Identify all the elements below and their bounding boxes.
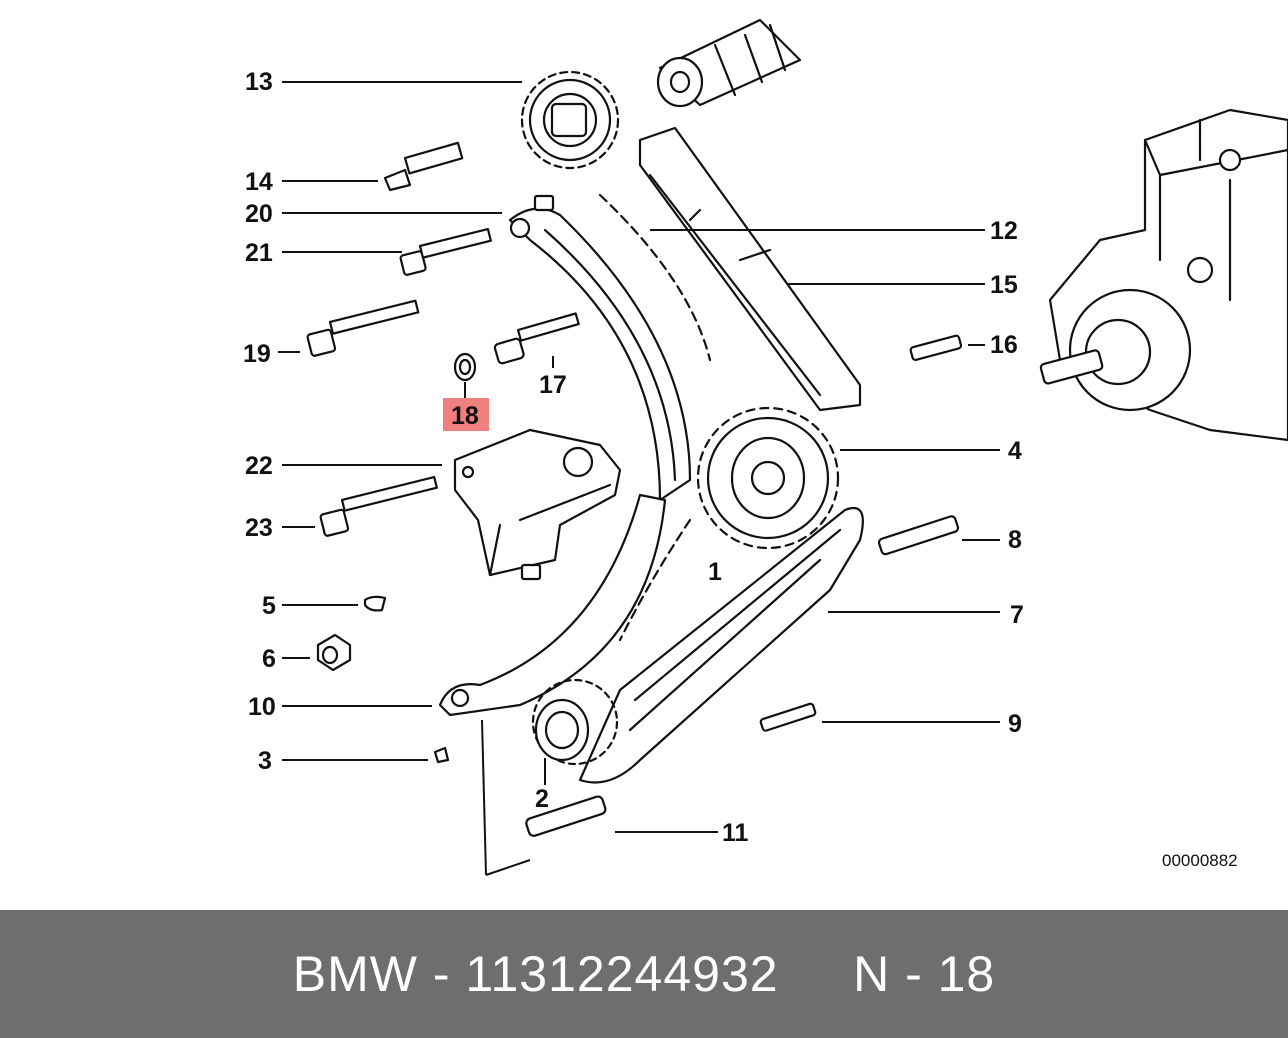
callout-20: 20 [245, 200, 273, 228]
callout-15: 15 [990, 271, 1018, 299]
callout-1: 1 [708, 558, 722, 586]
upper-camshaft-sprocket [520, 70, 620, 170]
callout-19: 19 [243, 340, 271, 368]
intermediate-sprocket [696, 406, 840, 550]
callout-22: 22 [245, 452, 273, 480]
separator: - [417, 946, 466, 1002]
chain-guide-lower [578, 507, 864, 784]
injection-pump [1039, 108, 1288, 442]
part-number-banner: BMW - 11312244932 N - 18 [0, 910, 1288, 1038]
callout-6: 6 [262, 645, 276, 673]
brand-label: BMW [292, 946, 418, 1002]
gap [779, 946, 853, 1002]
tensioner-rail-lower [438, 493, 667, 717]
figure-id: 00000882 [1162, 851, 1238, 870]
callout-16: 16 [990, 331, 1018, 359]
callout-3: 3 [258, 747, 272, 775]
chain-guide-rail-upper [638, 126, 862, 412]
part-number: 11312244932 [465, 946, 779, 1002]
pin-8 [877, 515, 960, 556]
washer-18 [453, 352, 477, 382]
bolt-23 [319, 475, 438, 537]
callout-21: 21 [245, 239, 273, 267]
timing-chain [598, 193, 712, 642]
woodruff-key-5 [363, 595, 387, 612]
tensioner-rail [508, 194, 692, 502]
bolt-21 [399, 227, 492, 276]
chain-tensioner [453, 428, 622, 581]
callout-18: 18 [451, 402, 479, 430]
crankshaft-sprocket [531, 678, 619, 766]
callout-labels: 13 14 20 21 19 17 18 22 23 5 6 10 3 2 11… [243, 68, 1024, 847]
highlight-box [443, 398, 489, 431]
bolt-14 [383, 141, 464, 192]
key-3 [433, 746, 450, 764]
timing-chain-exploded-diagram: 13 14 20 21 19 17 18 22 23 5 6 10 3 2 11… [243, 18, 1288, 876]
bolt-19 [306, 299, 420, 357]
pin-11 [525, 795, 607, 837]
callout-8: 8 [1008, 526, 1022, 554]
bolt-17 [493, 312, 580, 365]
callout-11: 11 [722, 819, 749, 847]
callout-2: 2 [535, 785, 549, 813]
callout-4: 4 [1008, 437, 1022, 465]
callout-5: 5 [262, 592, 276, 620]
callout-12: 12 [990, 217, 1018, 245]
callout-23: 23 [245, 514, 273, 542]
callout-17: 17 [539, 371, 567, 399]
leader-lines [278, 81, 1000, 876]
banner-text: BMW - 11312244932 N - 18 [293, 945, 995, 1003]
stud-16 [909, 334, 963, 361]
nut-6 [316, 633, 352, 672]
callout-7: 7 [1010, 601, 1024, 629]
callout-14: 14 [245, 168, 273, 196]
callout-10: 10 [248, 693, 276, 721]
position-label: N - 18 [853, 946, 996, 1002]
camshaft-end-piece [656, 18, 802, 108]
callout-9: 9 [1008, 710, 1022, 738]
bolt-9 [759, 702, 817, 732]
callout-13: 13 [245, 68, 273, 96]
